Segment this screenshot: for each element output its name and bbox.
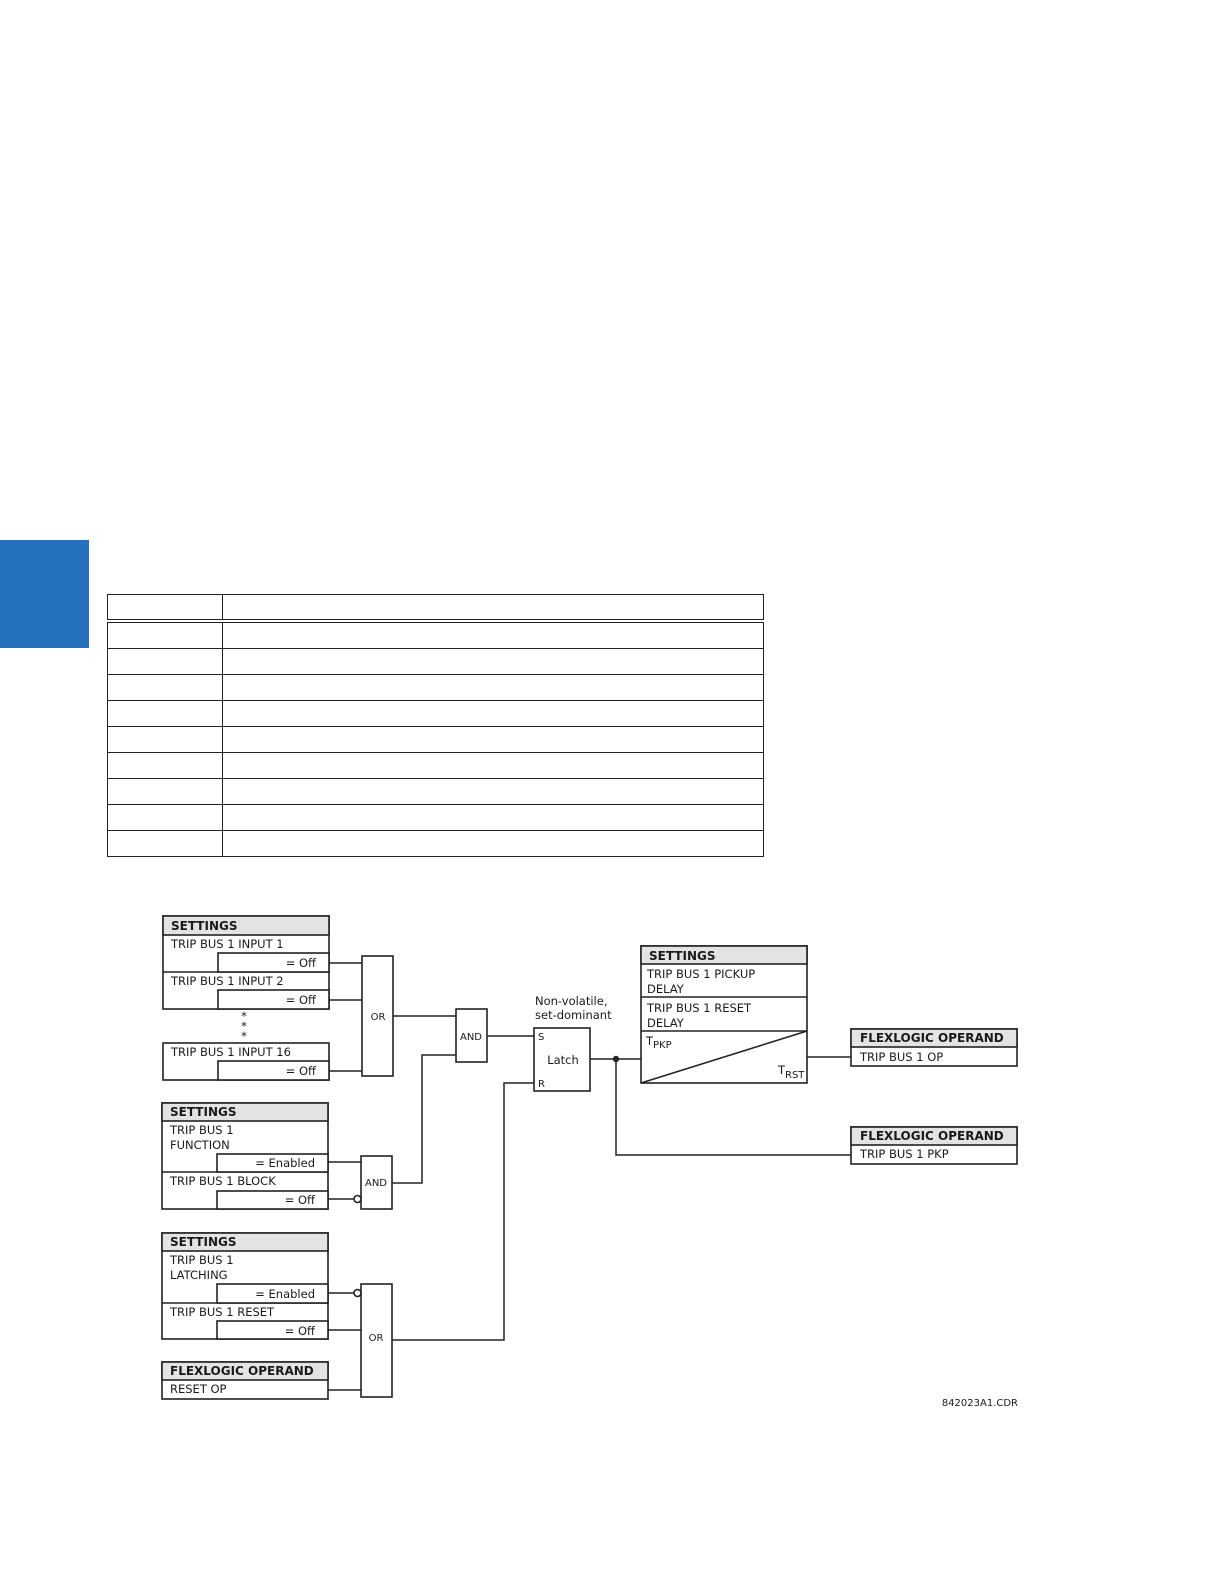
block-header xyxy=(161,1361,329,1381)
timer-ramp xyxy=(640,1030,808,1084)
block-header xyxy=(161,1232,329,1252)
latching-label-line1: TRIP BUS 1 xyxy=(169,1253,234,1267)
inverter-bubble xyxy=(353,1194,362,1204)
input-1-value: = Off xyxy=(286,956,317,970)
block-label: TRIP BUS 1 BLOCK xyxy=(169,1174,276,1188)
flexlogic-output-pkp: FLEXLOGIC OPERAND TRIP BUS 1 PKP xyxy=(850,1126,1018,1165)
table-cell xyxy=(222,778,764,805)
settings-block-inputs: SETTINGS TRIP BUS 1 INPUT 1 = Off TRIP B… xyxy=(162,915,330,1081)
input-2-value: = Off xyxy=(286,993,317,1007)
gate-label: OR xyxy=(369,1333,384,1344)
reset-value: = Off xyxy=(285,1324,316,1338)
table-cell xyxy=(222,594,764,623)
input-1-label: TRIP BUS 1 INPUT 1 xyxy=(170,937,284,951)
gate-label: AND xyxy=(365,1178,387,1189)
trst-symbol: T xyxy=(777,1063,786,1077)
timer-settings-block: SETTINGS TRIP BUS 1 PICKUP DELAY TRIP BU… xyxy=(640,945,808,1084)
function-label-line1: TRIP BUS 1 xyxy=(169,1123,234,1137)
block-header xyxy=(161,1102,329,1122)
block-header-label: SETTINGS xyxy=(170,1105,237,1119)
table-cell xyxy=(107,700,223,727)
chapter-side-tab xyxy=(0,540,89,648)
block-header-label: FLEXLOGIC OPERAND xyxy=(860,1031,1004,1045)
inverter-bubble xyxy=(353,1288,362,1298)
block-header xyxy=(640,945,808,965)
input-2-label: TRIP BUS 1 INPUT 2 xyxy=(170,974,284,988)
input-16-label: TRIP BUS 1 INPUT 16 xyxy=(170,1045,291,1059)
latch-block: Non-volatile, set-dominant S R Latch xyxy=(392,994,612,1341)
ellipsis-mark: * xyxy=(241,1009,247,1023)
settings-table xyxy=(107,594,764,857)
flexlogic-output-op: FLEXLOGIC OPERAND TRIP BUS 1 OP xyxy=(850,1028,1018,1067)
gate-label: AND xyxy=(460,1032,482,1043)
latch-note-line1: Non-volatile, xyxy=(535,994,607,1008)
latch-label: Latch xyxy=(547,1053,579,1067)
table-cell xyxy=(222,674,764,701)
table-cell xyxy=(222,700,764,727)
table-cell xyxy=(107,674,223,701)
table-row xyxy=(107,830,764,857)
latching-value: = Enabled xyxy=(255,1287,315,1301)
block-header xyxy=(162,915,330,936)
block-header-label: SETTINGS xyxy=(171,919,238,933)
table-cell xyxy=(222,620,764,649)
block-header-label: FLEXLOGIC OPERAND xyxy=(170,1364,314,1378)
latch-note-line2: set-dominant xyxy=(535,1008,612,1022)
drawing-code: 842023A1.CDR xyxy=(942,1398,1018,1409)
table-cell xyxy=(107,594,223,623)
table-row xyxy=(107,804,764,831)
and-gate-main: AND xyxy=(392,1008,488,1184)
function-label-line2: FUNCTION xyxy=(170,1138,230,1152)
table-row xyxy=(107,700,764,727)
or-gate-reset: OR xyxy=(328,1283,393,1398)
table-cell xyxy=(107,830,223,857)
gate-label: OR xyxy=(371,1012,386,1023)
or-gate-inputs: OR xyxy=(329,955,394,1077)
reset-op-label: RESET OP xyxy=(170,1382,227,1396)
ellipsis-mark: * xyxy=(241,1029,247,1043)
block-header xyxy=(850,1028,1018,1048)
trst-subscript: RST xyxy=(785,1070,805,1081)
pickup-delay-line1: TRIP BUS 1 PICKUP xyxy=(646,967,755,981)
op-output-label: TRIP BUS 1 OP xyxy=(859,1050,943,1064)
reset-delay-line1: TRIP BUS 1 RESET xyxy=(646,1001,752,1015)
table-cell xyxy=(222,726,764,753)
table-header-row xyxy=(107,594,764,623)
input-16-value: = Off xyxy=(286,1064,317,1078)
block-header-label: SETTINGS xyxy=(649,949,716,963)
block-header-label: FLEXLOGIC OPERAND xyxy=(860,1129,1004,1143)
settings-block-latching: SETTINGS TRIP BUS 1 LATCHING = Enabled T… xyxy=(161,1232,329,1340)
table-cell xyxy=(222,804,764,831)
settings-block-function: SETTINGS TRIP BUS 1 FUNCTION = Enabled T… xyxy=(161,1102,329,1210)
latch-set-pin: S xyxy=(538,1032,544,1043)
table-cell xyxy=(107,752,223,779)
reset-label: TRIP BUS 1 RESET xyxy=(169,1305,275,1319)
table-row xyxy=(107,778,764,805)
and-gate-function: AND xyxy=(328,1155,393,1210)
tpkp-symbol: T xyxy=(645,1034,654,1048)
wire-to-pkp-output xyxy=(615,1059,851,1156)
table-row xyxy=(107,648,764,675)
latch-reset-pin: R xyxy=(538,1079,545,1090)
latching-label-line2: LATCHING xyxy=(170,1268,228,1282)
table-cell xyxy=(222,648,764,675)
reset-delay-line2: DELAY xyxy=(647,1016,685,1030)
pickup-delay-line2: DELAY xyxy=(647,982,685,996)
block-header-label: SETTINGS xyxy=(170,1235,237,1249)
block-value: = Off xyxy=(285,1193,316,1207)
pkp-output-label: TRIP BUS 1 PKP xyxy=(859,1147,949,1161)
flexlogic-block-reset-op: FLEXLOGIC OPERAND RESET OP xyxy=(161,1361,329,1400)
ellipsis-mark: * xyxy=(241,1019,247,1033)
function-value: = Enabled xyxy=(255,1156,315,1170)
table-row xyxy=(107,674,764,701)
tpkp-subscript: PKP xyxy=(653,1040,672,1051)
table-row xyxy=(107,726,764,753)
table-cell xyxy=(222,830,764,857)
block-header xyxy=(850,1126,1018,1146)
